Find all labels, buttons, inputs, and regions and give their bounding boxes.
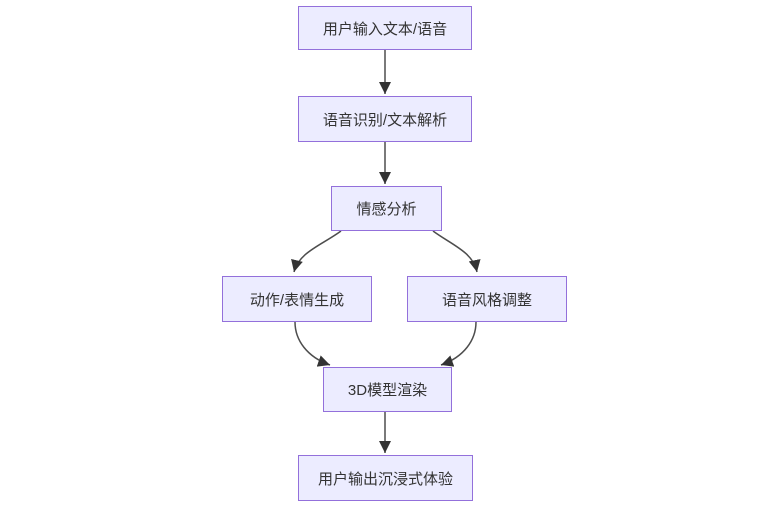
node-voice-style-adjustment: 语音风格调整 [407, 276, 567, 322]
edge-E-to-F [440, 321, 477, 367]
node-speech-recognition: 语音识别/文本解析 [298, 96, 472, 142]
node-user-output-immersive-experience: 用户输出沉浸式体验 [298, 455, 473, 501]
node-3d-model-rendering: 3D模型渲染 [323, 367, 452, 412]
node-motion-expression-generation: 动作/表情生成 [222, 276, 372, 322]
node-user-input: 用户输入文本/语音 [298, 6, 472, 50]
edge-C-to-D [291, 230, 342, 273]
node-sentiment-analysis: 情感分析 [331, 186, 442, 231]
edge-D-to-F [294, 321, 331, 367]
node-speech-recognition-label: 语音识别/文本解析 [322, 111, 448, 129]
edge-C-to-E [432, 230, 481, 273]
node-motion-expression-generation-label: 动作/表情生成 [249, 291, 345, 309]
flow-edges [291, 50, 481, 453]
node-sentiment-analysis-label: 情感分析 [356, 201, 417, 218]
node-3d-model-rendering-label: 3D模型渲染 [347, 382, 428, 399]
node-user-output-immersive-experience-label: 用户输出沉浸式体验 [317, 470, 453, 488]
node-voice-style-adjustment-label: 语音风格调整 [441, 291, 532, 309]
node-user-input-label: 用户输入文本/语音 [322, 20, 448, 38]
